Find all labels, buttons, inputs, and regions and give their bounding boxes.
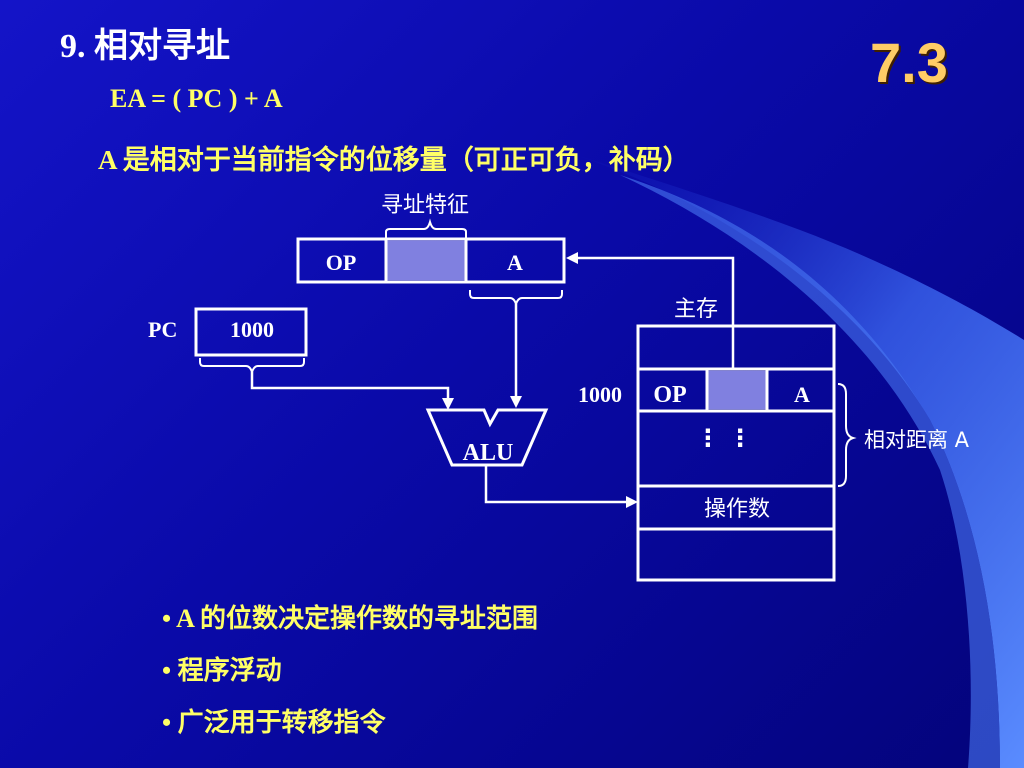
memory-a-label: A	[794, 382, 810, 407]
slide-number: 7.3	[870, 31, 948, 94]
feature-brace	[385, 218, 467, 238]
ea-formula: EA = ( PC ) + A	[110, 84, 283, 113]
bullet-address-range: • A 的位数决定操作数的寻址范围	[162, 604, 539, 633]
memory-feature-field	[707, 371, 767, 409]
relative-distance-label: 相对距离 A	[864, 428, 970, 452]
main-memory-label: 主存	[674, 297, 718, 322]
relative-distance-brace	[837, 383, 857, 487]
alu-to-operand-arrow	[484, 465, 626, 504]
alu-label: ALU	[463, 440, 514, 466]
memory-address-label: 1000	[578, 382, 622, 407]
pc-to-alu-arrow	[250, 372, 450, 398]
alu-shape	[425, 408, 549, 467]
addressing-feature-field	[386, 241, 466, 280]
memory-op-label: OP	[653, 382, 686, 408]
bullet-program-relocation: • 程序浮动	[162, 656, 282, 685]
memory-ellipsis: ⋮ ⋮	[696, 424, 752, 452]
pc-brace	[199, 358, 305, 376]
instruction-box	[296, 237, 566, 284]
instruction-a-label: A	[507, 250, 523, 275]
main-memory	[636, 324, 836, 582]
operand-label: 操作数	[704, 497, 770, 522]
pc-value: 1000	[230, 317, 274, 342]
pc-register	[194, 307, 308, 357]
bullet-branch-instructions: • 广泛用于转移指令	[162, 708, 386, 737]
slide-title: 9. 相对寻址	[60, 28, 230, 65]
pc-label: PC	[148, 317, 177, 342]
displacement-description: A 是相对于当前指令的位移量（可正可负，补码）	[98, 145, 690, 175]
a-field-brace	[469, 290, 563, 308]
addressing-feature-label: 寻址特征	[381, 193, 469, 218]
instruction-op-label: OP	[326, 250, 357, 275]
memory-to-instruction-arrow	[578, 256, 735, 369]
